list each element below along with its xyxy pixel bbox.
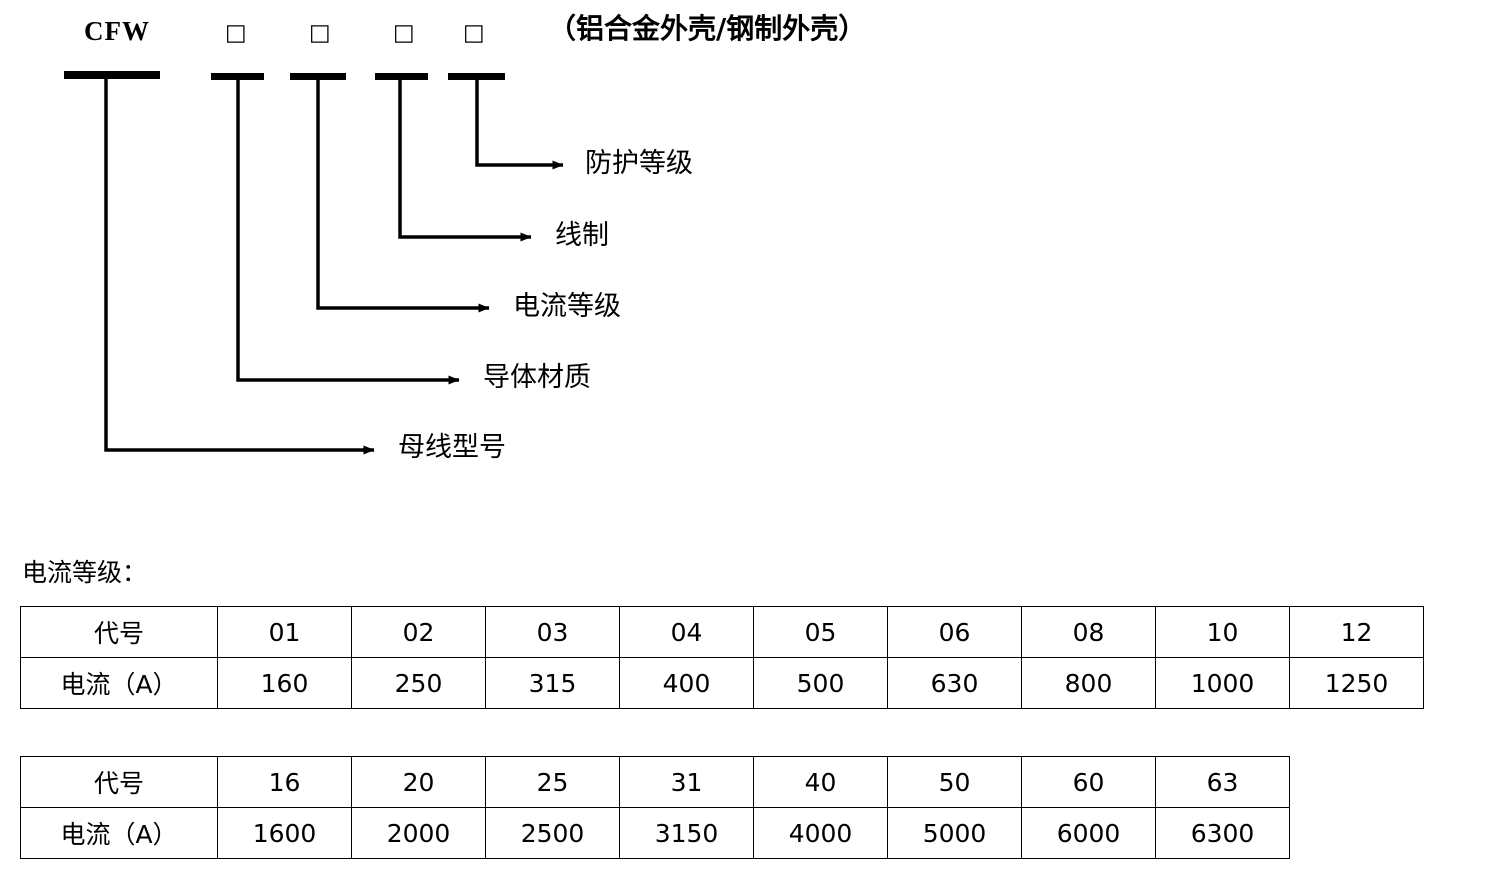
table-row: 电流（A） 160 250 315 400 500 630 800 1000 1… bbox=[20, 657, 1424, 709]
leader-path-model bbox=[104, 79, 375, 455]
cell-current: 6300 bbox=[1155, 807, 1290, 859]
cell-current: 4000 bbox=[753, 807, 888, 859]
row-header-code: 代号 bbox=[20, 606, 218, 658]
leader-label-conductor-material: 导体材质 bbox=[483, 362, 591, 393]
cell-code: 40 bbox=[753, 756, 888, 808]
table-row: 代号 01 02 03 04 05 06 08 10 12 bbox=[20, 606, 1424, 658]
current-grade-table-2: 代号 16 20 25 31 40 50 60 63 电流（A） 1600 20… bbox=[20, 756, 1290, 859]
cell-code: 50 bbox=[887, 756, 1022, 808]
cell-code: 63 bbox=[1155, 756, 1290, 808]
cell-code: 60 bbox=[1021, 756, 1156, 808]
model-prefix-cfw: CFW bbox=[84, 16, 150, 46]
cell-code: 06 bbox=[887, 606, 1022, 658]
cell-current: 250 bbox=[351, 657, 486, 709]
cell-code: 31 bbox=[619, 756, 754, 808]
bar-current bbox=[290, 73, 346, 80]
code-placeholder-box-4: □ bbox=[463, 20, 485, 46]
cell-current: 3150 bbox=[619, 807, 754, 859]
cell-current: 315 bbox=[485, 657, 620, 709]
cell-current: 6000 bbox=[1021, 807, 1156, 859]
cell-code: 20 bbox=[351, 756, 486, 808]
row-header-current: 电流（A） bbox=[20, 657, 218, 709]
cell-code: 16 bbox=[217, 756, 352, 808]
cell-current: 2000 bbox=[351, 807, 486, 859]
table-row: 代号 16 20 25 31 40 50 60 63 bbox=[20, 756, 1290, 808]
enclosure-material-note: （铝合金外壳/钢制外壳） bbox=[548, 12, 867, 45]
cell-code: 08 bbox=[1021, 606, 1156, 658]
cell-current: 1600 bbox=[217, 807, 352, 859]
cell-current: 500 bbox=[753, 657, 888, 709]
code-placeholder-box-3: □ bbox=[393, 20, 415, 46]
cell-current: 5000 bbox=[887, 807, 1022, 859]
current-grade-caption: 电流等级： bbox=[22, 558, 148, 587]
leader-label-protection: 防护等级 bbox=[585, 148, 693, 179]
cell-current: 2500 bbox=[485, 807, 620, 859]
leader-path-protection bbox=[475, 79, 564, 170]
cell-current: 1000 bbox=[1155, 657, 1290, 709]
cell-code: 03 bbox=[485, 606, 620, 658]
cell-code: 02 bbox=[351, 606, 486, 658]
leader-label-current-grade: 电流等级 bbox=[513, 291, 621, 322]
cell-current: 1250 bbox=[1289, 657, 1424, 709]
cell-current: 160 bbox=[217, 657, 352, 709]
leader-path-conductor bbox=[236, 79, 460, 385]
code-placeholder-box-2: □ bbox=[309, 20, 331, 46]
leader-label-busbar-model: 母线型号 bbox=[398, 432, 506, 463]
row-header-code: 代号 bbox=[20, 756, 218, 808]
bar-wiring bbox=[375, 73, 428, 80]
bar-conductor bbox=[211, 73, 264, 80]
cell-current: 400 bbox=[619, 657, 754, 709]
model-code-line: CFW □ □ □ □ （铝合金外壳/钢制外壳） bbox=[0, 0, 1493, 60]
cell-current: 800 bbox=[1021, 657, 1156, 709]
cell-code: 12 bbox=[1289, 606, 1424, 658]
cell-code: 01 bbox=[217, 606, 352, 658]
row-header-current: 电流（A） bbox=[20, 807, 218, 859]
leader-line-diagram bbox=[64, 71, 564, 455]
cell-code: 10 bbox=[1155, 606, 1290, 658]
current-grade-table-1: 代号 01 02 03 04 05 06 08 10 12 电流（A） 160 … bbox=[20, 606, 1424, 709]
code-placeholder-box-1: □ bbox=[225, 20, 247, 46]
leader-path-current bbox=[316, 79, 490, 313]
cell-current: 630 bbox=[887, 657, 1022, 709]
cell-code: 05 bbox=[753, 606, 888, 658]
code-position-bars bbox=[64, 71, 505, 80]
table-row: 电流（A） 1600 2000 2500 3150 4000 5000 6000… bbox=[20, 807, 1290, 859]
bar-protection bbox=[448, 73, 505, 80]
leader-label-wiring: 线制 bbox=[555, 220, 609, 251]
cell-code: 25 bbox=[485, 756, 620, 808]
cell-code: 04 bbox=[619, 606, 754, 658]
bar-model bbox=[64, 71, 160, 79]
leader-path-wiring bbox=[398, 79, 532, 242]
